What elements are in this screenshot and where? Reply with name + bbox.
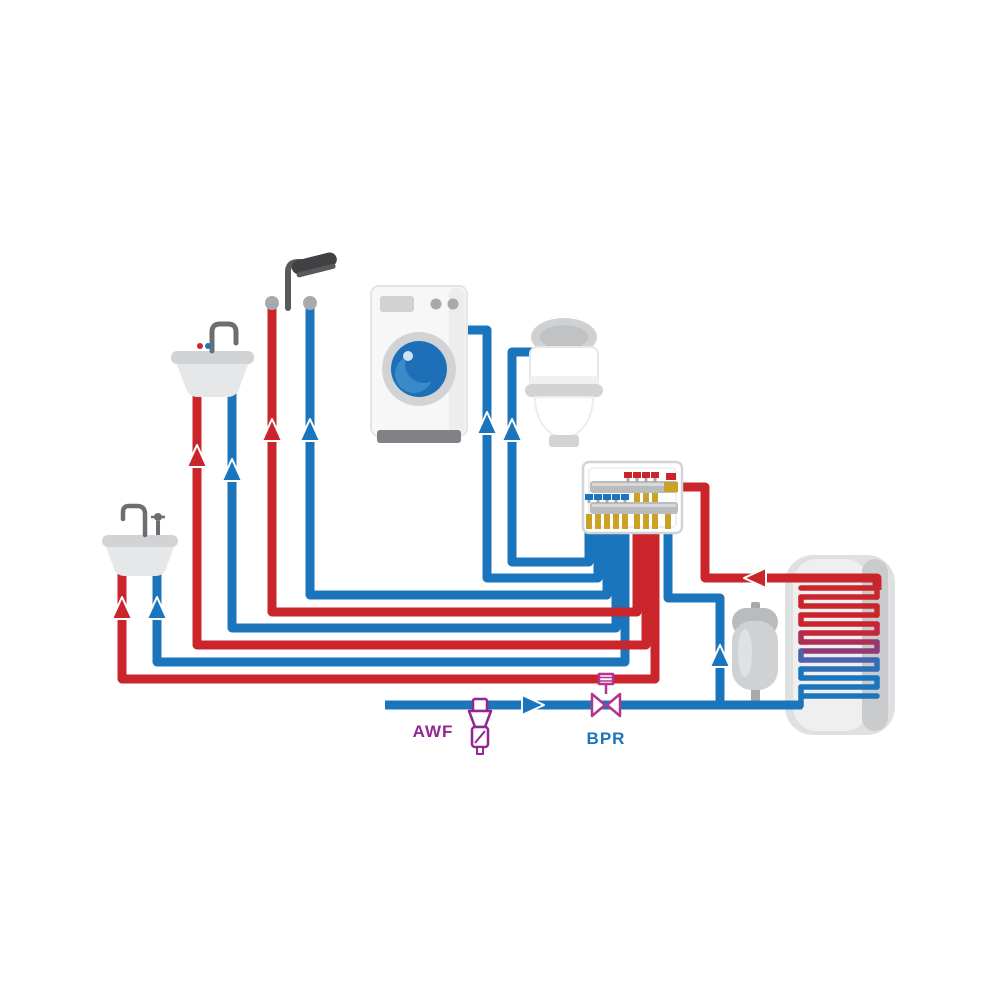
arrow-up-toilet-cold: [501, 418, 523, 442]
cold-pipe-washbasin: [227, 386, 621, 633]
washbasin: [171, 321, 254, 397]
manifold-cold-valves: [585, 494, 629, 503]
arrow-up-washbasin-cold: [221, 458, 243, 482]
washer-knob-2: [447, 298, 459, 310]
shower-hot-mount: [265, 296, 279, 310]
cold-pipe-toilet: [507, 347, 594, 567]
arrow-up-washbasin-hot: [186, 444, 208, 468]
toilet-seat: [525, 384, 603, 397]
awf-filter-icon: [467, 697, 493, 755]
bpr-label: BPR: [587, 729, 626, 748]
washer-base: [377, 430, 461, 443]
shower: [265, 252, 337, 311]
hot-pipe-from-heater: [683, 482, 882, 590]
arrow-up-washing-machine-cold: [476, 411, 498, 435]
toilet: [525, 318, 603, 447]
hot-pipe-washbasin: [192, 386, 651, 650]
detergent-drawer: [380, 296, 414, 312]
hot-pipe-shower: [267, 300, 642, 617]
cold-pipe-shower: [305, 300, 612, 600]
washing-machine: [370, 285, 468, 443]
expansion-vessel: [732, 602, 778, 706]
washbasin-faucet: [209, 321, 239, 354]
manifold-cold-bar: [590, 502, 678, 514]
toilet-bowl: [533, 396, 595, 439]
washbasin-hot-handle: [197, 343, 203, 349]
distribution-manifold: [581, 460, 684, 535]
cold-pipe-washing-machine: [463, 325, 603, 583]
small-sink-faucet: [120, 503, 148, 538]
shower-head-icon: [291, 252, 337, 278]
arrow-up-small-sink-hot: [111, 596, 133, 620]
washer-door: [382, 332, 456, 406]
arrow-left-hot-supply: [743, 567, 767, 589]
toilet-base: [549, 435, 579, 447]
heater-coil: [798, 585, 880, 709]
arrow-up-feed-cold: [709, 644, 731, 668]
washbasin-cold-handle: [205, 343, 211, 349]
arrow-right-main-cold: [521, 694, 545, 716]
arrow-up-shower-cold: [299, 418, 321, 442]
bpr-valve-icon: [590, 672, 622, 718]
cold-water-pipes: [152, 300, 802, 710]
awf-label: AWF: [413, 722, 454, 741]
small-sink: [102, 503, 178, 576]
washer-knob-1: [430, 298, 442, 310]
cold-feed-to-manifold: [663, 526, 725, 705]
arrow-up-shower-hot: [261, 418, 283, 442]
hot-pipe-small-sink: [117, 526, 660, 684]
flow-arrows: [111, 411, 767, 716]
arrow-up-small-sink-cold: [146, 596, 168, 620]
manifold-hot-valves: [624, 472, 678, 492]
shower-cold-mount: [303, 296, 317, 310]
